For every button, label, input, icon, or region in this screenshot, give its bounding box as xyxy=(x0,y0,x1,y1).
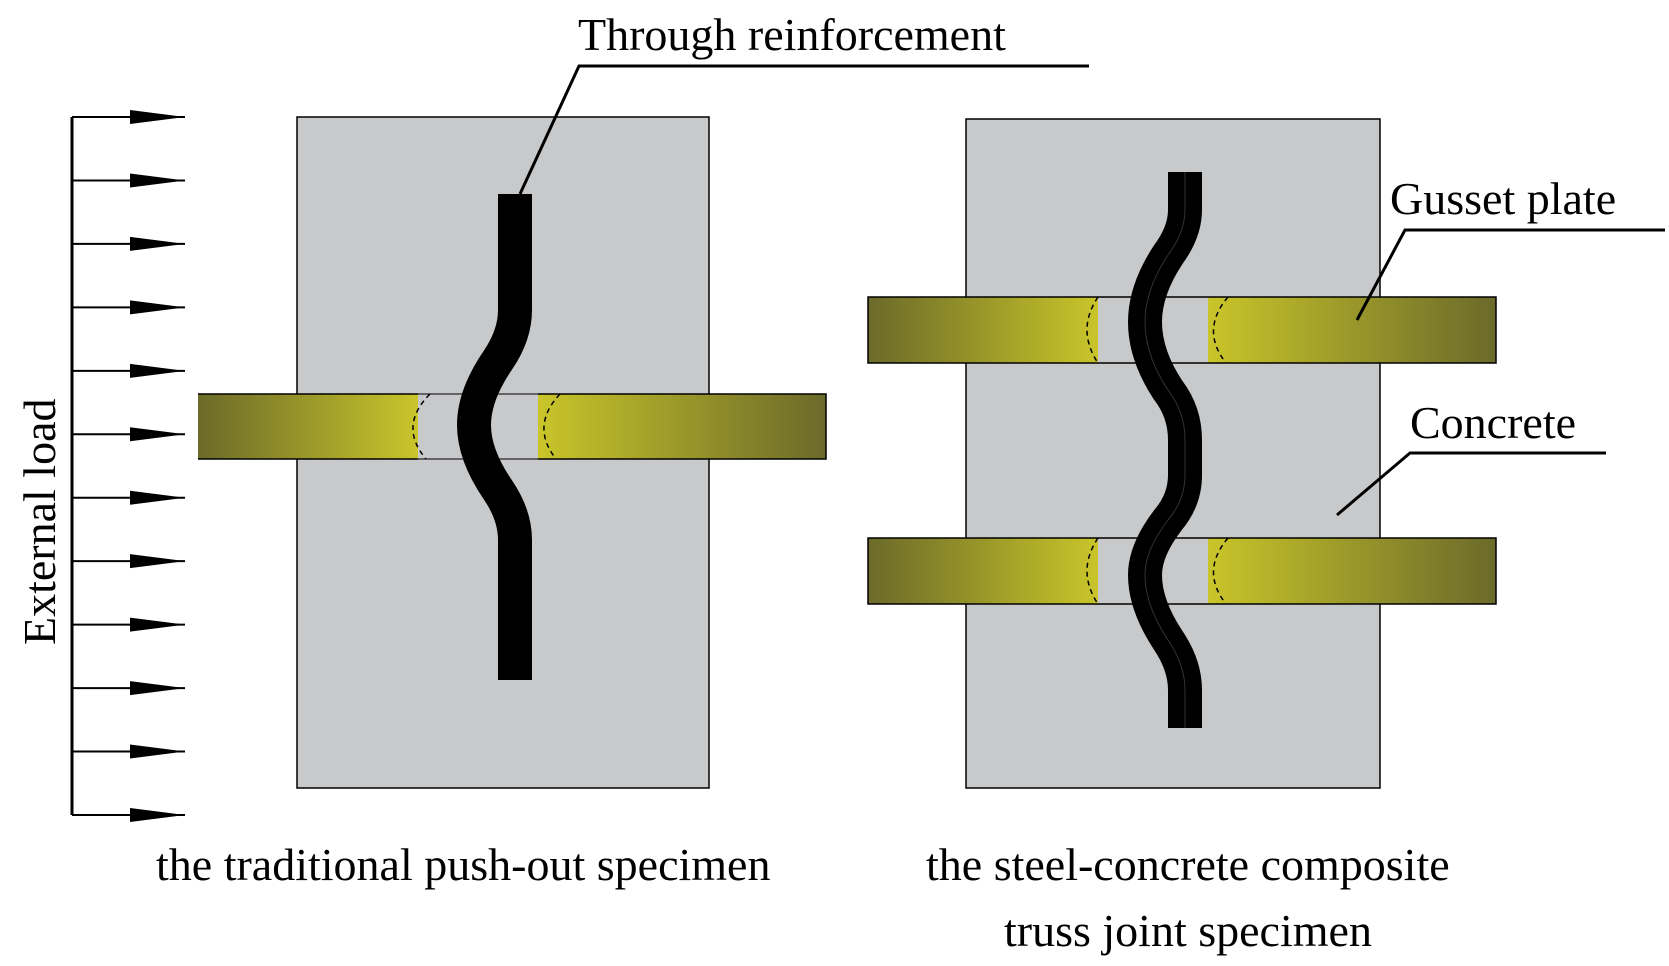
upper-plate-outline xyxy=(867,296,1497,364)
leader-concrete xyxy=(1336,451,1606,517)
hole-edge-upper-b xyxy=(1212,296,1229,364)
left-plate-outline xyxy=(198,393,827,460)
caption-traditional: the traditional push-out specimen xyxy=(156,839,770,890)
load-arrowhead xyxy=(130,490,185,505)
gusset-plate-upper-b xyxy=(1208,297,1496,363)
gusset-plate-upper-a xyxy=(868,297,1098,363)
traditional-specimen xyxy=(198,116,827,789)
load-arrowhead xyxy=(130,236,185,251)
load-arrowhead xyxy=(130,808,185,822)
hole-edge-upper-a xyxy=(1086,296,1099,364)
label-concrete: Concrete xyxy=(1410,397,1576,448)
load-arrowhead xyxy=(130,427,185,442)
load-arrowhead xyxy=(130,173,185,188)
lower-plate-outline xyxy=(867,537,1497,605)
through-reinforcement-left xyxy=(457,194,532,680)
load-arrowhead xyxy=(130,110,185,124)
reinforcement-highlight-right xyxy=(1144,172,1186,728)
label-external-load: External load xyxy=(14,398,65,645)
load-arrowhead xyxy=(130,554,185,569)
load-arrowhead xyxy=(130,681,185,696)
gusset-plate-left-part-b xyxy=(538,394,826,459)
load-arrowhead xyxy=(130,617,185,632)
caption-composite-line1: the steel-concrete composite xyxy=(926,839,1450,890)
gusset-plate-lower-b xyxy=(1208,538,1496,604)
load-arrowhead xyxy=(130,300,185,315)
external-load-arrows xyxy=(70,110,185,822)
leader-gusset-plate xyxy=(1355,228,1665,321)
load-arrowhead xyxy=(130,744,185,759)
hole-edge-left-b xyxy=(543,393,561,460)
gusset-plate-left-part-a xyxy=(198,394,418,459)
leader-through-reinforcement xyxy=(518,64,1089,195)
hole-edge-left-a xyxy=(412,393,431,460)
caption-composite-line2: truss joint specimen xyxy=(1004,905,1372,956)
label-through-reinforcement: Through reinforcement xyxy=(578,9,1006,60)
hole-edge-lower-b xyxy=(1212,537,1229,605)
composite-specimen xyxy=(867,118,1497,789)
label-gusset-plate: Gusset plate xyxy=(1390,173,1616,224)
load-arrowhead xyxy=(130,363,185,378)
gusset-plate-lower-a xyxy=(868,538,1098,604)
hole-edge-lower-a xyxy=(1086,537,1099,605)
